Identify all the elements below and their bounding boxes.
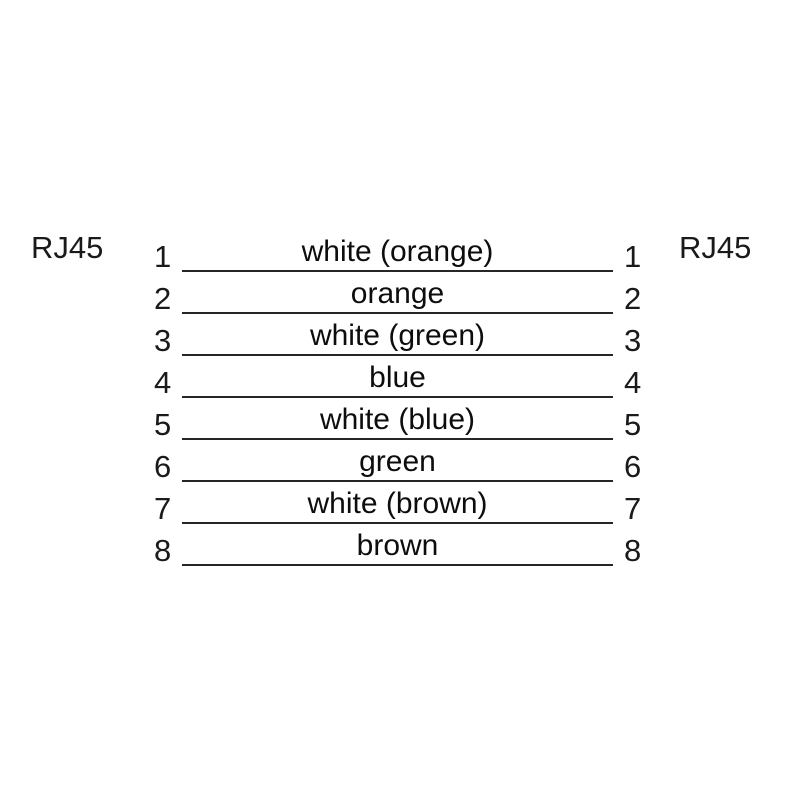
wire-line	[182, 522, 613, 524]
pin-number-left: 3	[154, 323, 172, 358]
connector-label-left: RJ45	[31, 230, 104, 265]
pin-number-left: 7	[154, 491, 172, 526]
wire-color-label: green	[359, 445, 436, 478]
connector-label-right: RJ45	[679, 230, 752, 265]
pin-number-right: 6	[624, 449, 642, 484]
pin-number-right: 1	[624, 239, 642, 274]
wire-line	[182, 564, 613, 566]
pin-number-right: 4	[624, 365, 642, 400]
pin-number-left: 5	[154, 407, 172, 442]
pin-number-left: 4	[154, 365, 172, 400]
wire-color-label: white (green)	[309, 319, 486, 352]
wire-line	[182, 480, 613, 482]
pin-number-left: 8	[154, 533, 172, 568]
pin-number-left: 6	[154, 449, 172, 484]
pin-number-left: 2	[154, 281, 172, 316]
wire-color-label: brown	[356, 529, 439, 562]
wire-line	[182, 396, 613, 398]
wire-color-label: orange	[350, 277, 445, 310]
pin-number-right: 3	[624, 323, 642, 358]
wire-color-label: white (orange)	[301, 235, 494, 268]
pin-number-right: 8	[624, 533, 642, 568]
pin-number-right: 7	[624, 491, 642, 526]
wire-line	[182, 354, 613, 356]
wire-color-label: white (blue)	[319, 403, 476, 436]
wire-line	[182, 438, 613, 440]
pin-number-right: 2	[624, 281, 642, 316]
wire-color-label: white (brown)	[307, 487, 488, 520]
pin-number-right: 5	[624, 407, 642, 442]
pin-number-left: 1	[154, 239, 172, 274]
wire-line	[182, 312, 613, 314]
wire-line	[182, 270, 613, 272]
wire-color-label: blue	[369, 361, 426, 394]
